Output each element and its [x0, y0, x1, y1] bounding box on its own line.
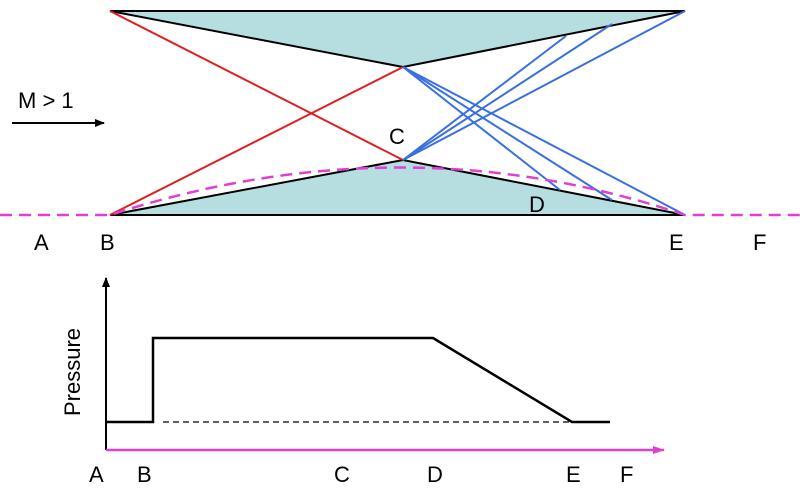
- label-D: D: [529, 192, 545, 217]
- expansion-ray: [402, 66, 613, 201]
- label-A: A: [34, 230, 49, 255]
- label-E: E: [669, 230, 684, 255]
- x-tick-label: F: [620, 462, 633, 487]
- x-tick-label: B: [137, 462, 152, 487]
- expansion-ray: [402, 10, 686, 161]
- expansion-ray: [402, 23, 613, 161]
- label-F: F: [753, 230, 766, 255]
- expansion-fan: [402, 10, 686, 216]
- expansion-ray: [402, 66, 686, 216]
- shock-ray: [109, 66, 404, 216]
- dashed-streamline: [0, 166, 800, 217]
- upper-wall-body: [109, 10, 686, 69]
- expansion-ray: [402, 66, 561, 191]
- shock-ray: [109, 10, 404, 161]
- expansion-ray: [402, 35, 567, 161]
- x-tick-label: D: [427, 462, 443, 487]
- mach-label: M > 1: [18, 88, 74, 113]
- x-tick-label: C: [334, 462, 350, 487]
- oblique-shocks: [109, 10, 404, 216]
- y-axis-label: Pressure: [60, 328, 85, 416]
- label-C: C: [389, 124, 405, 149]
- pressure-curve: [106, 336, 610, 424]
- x-tick-label: A: [89, 462, 104, 487]
- lower-body: [109, 158, 686, 216]
- pressure-plot: Pressure A B C D E F: [60, 277, 665, 487]
- label-B: B: [100, 230, 115, 255]
- x-tick-label: E: [566, 462, 581, 487]
